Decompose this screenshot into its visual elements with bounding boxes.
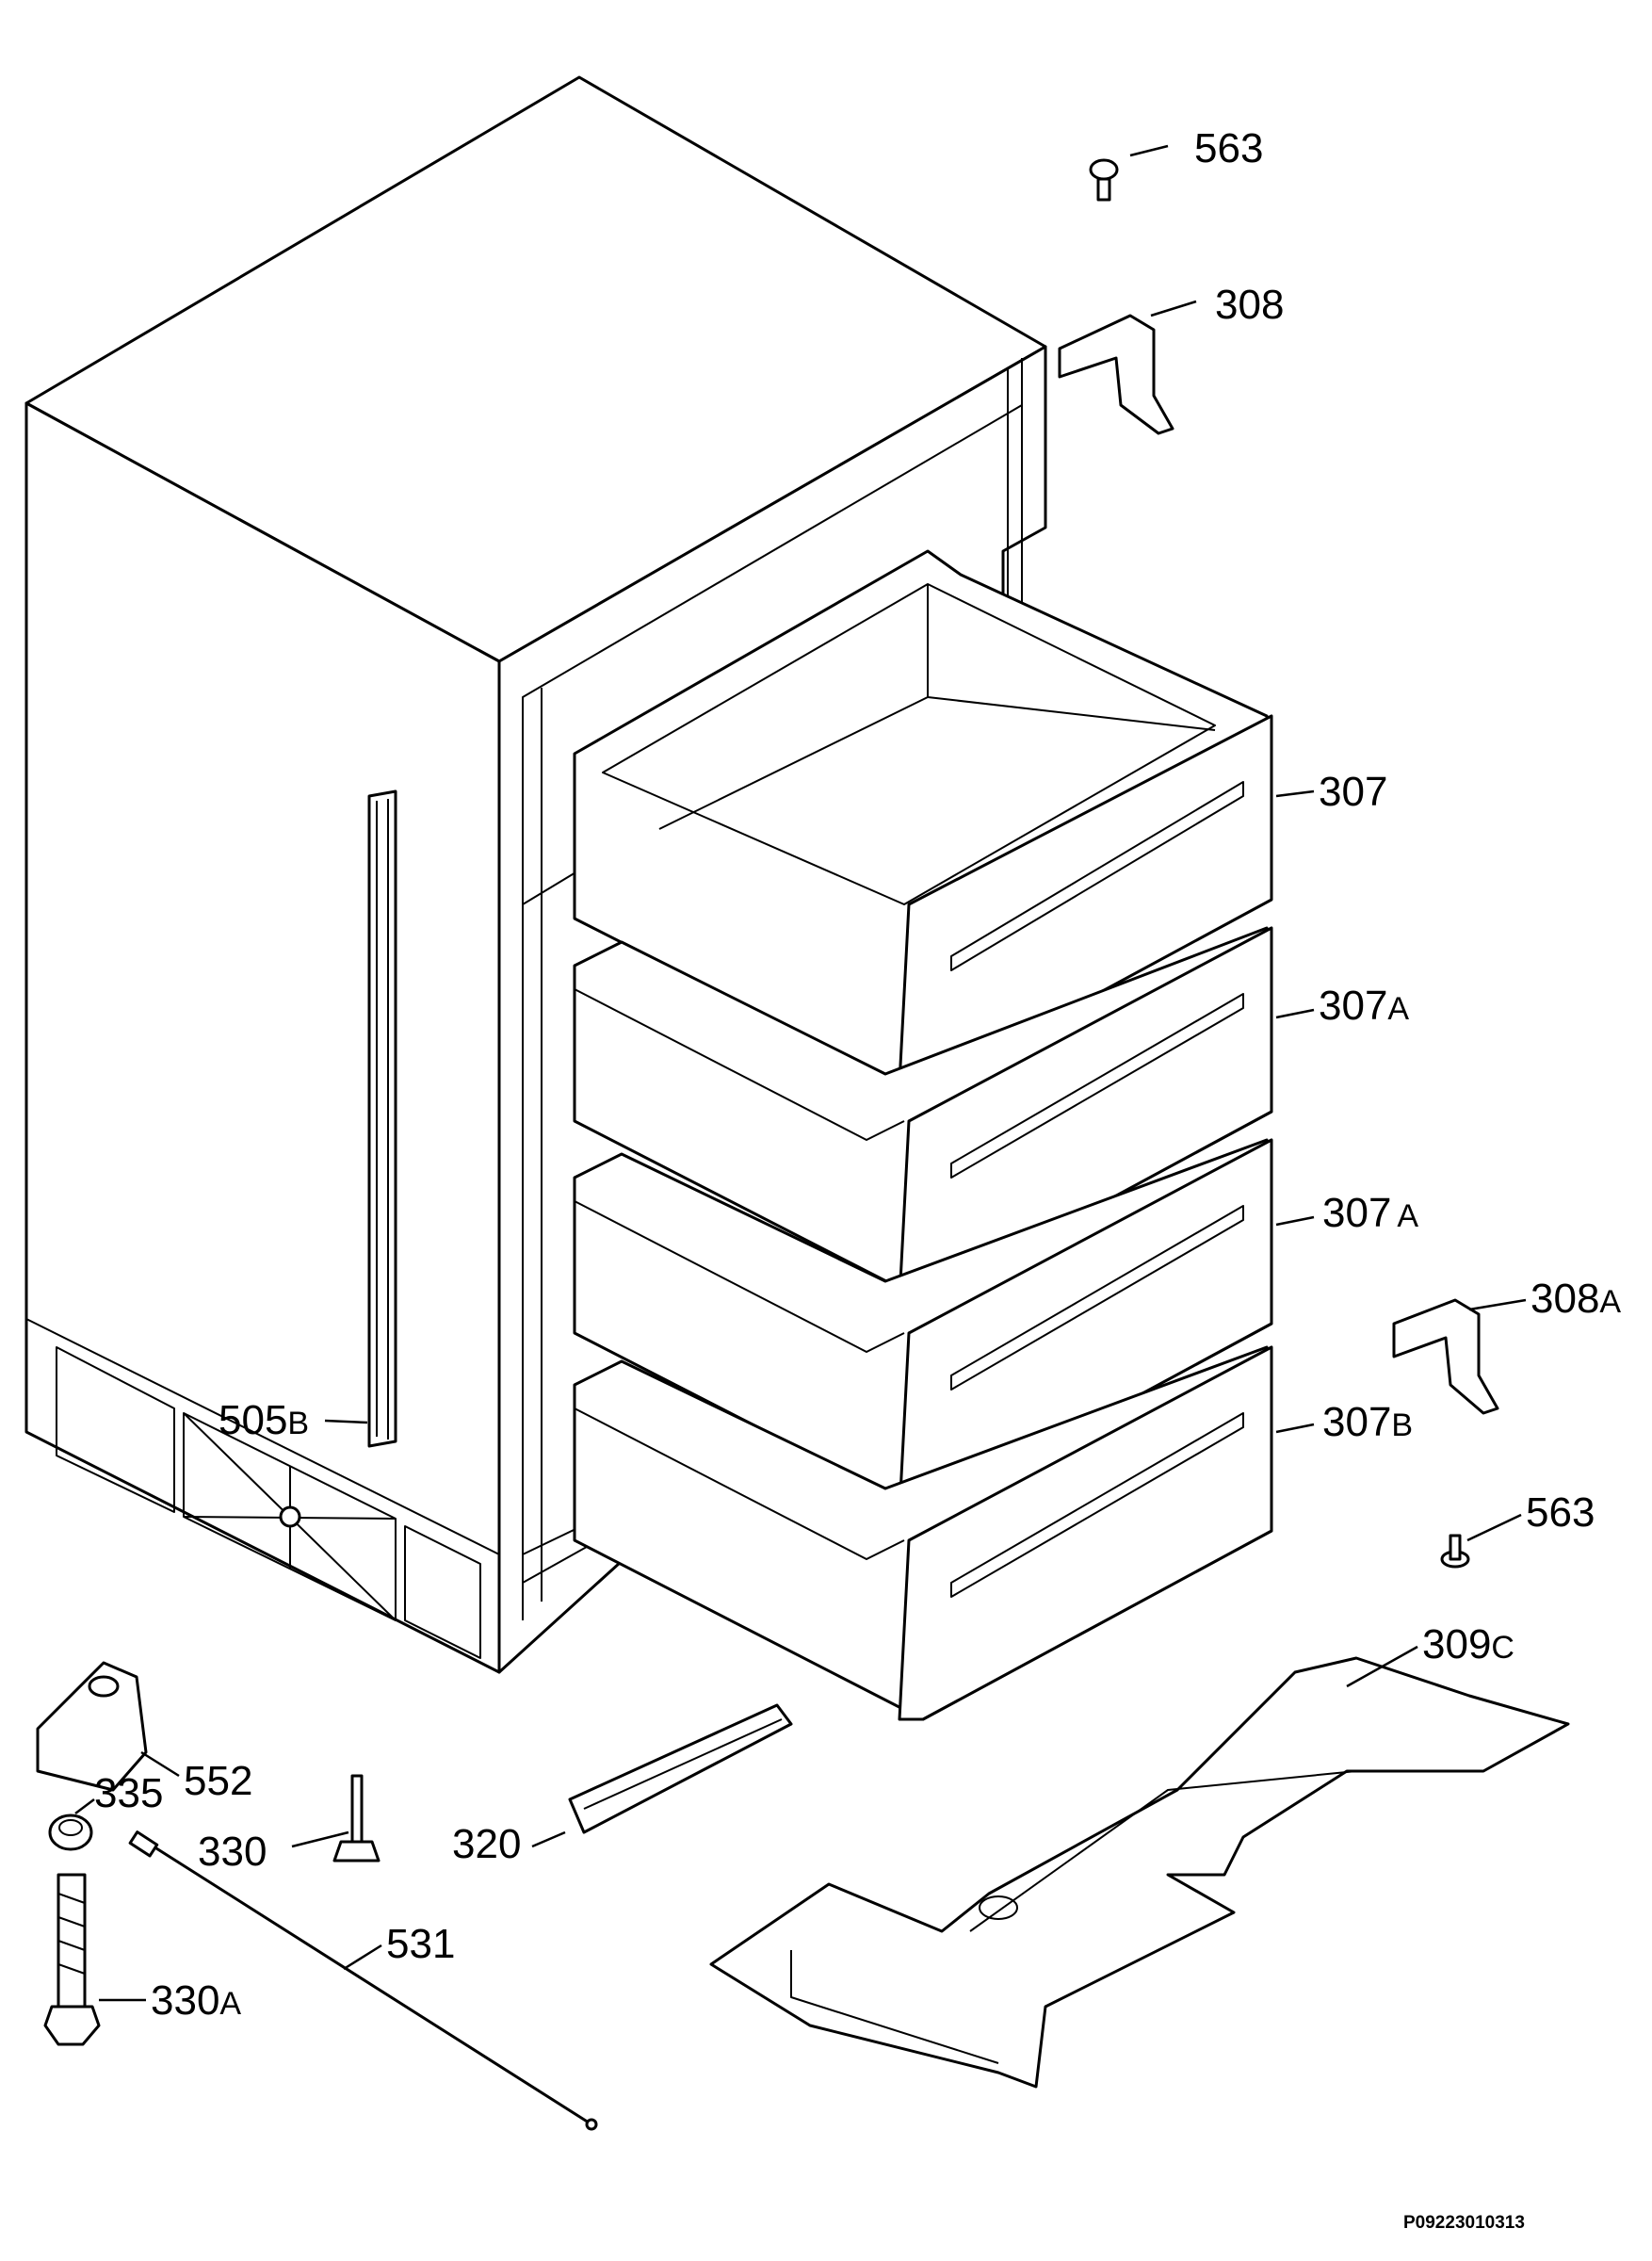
- drawer-307a-upper: [573, 926, 1273, 1302]
- callout-335: 335: [94, 1770, 163, 1816]
- grille-320: [568, 1703, 793, 1834]
- drawer-307b: [573, 1345, 1273, 1721]
- callout-505b: 505B: [219, 1397, 309, 1443]
- foot-330: [332, 1774, 381, 1862]
- callout-563-bottom: 563: [1526, 1489, 1595, 1536]
- callout-320: 320: [452, 1821, 521, 1867]
- callout-330a: 330A: [151, 1977, 241, 2024]
- base-cover-309c: [709, 1656, 1570, 2089]
- callout-308: 308: [1215, 282, 1284, 328]
- nut-335: [48, 1814, 93, 1851]
- drawer-307a-lower: [573, 1138, 1273, 1514]
- callout-531: 531: [386, 1921, 455, 1967]
- callout-307a-upper: 307A: [1319, 983, 1409, 1029]
- callout-330: 330: [198, 1829, 267, 1875]
- rod-531: [128, 1830, 598, 2131]
- drawer-307: [573, 549, 1273, 1090]
- hinge-308: [1058, 314, 1174, 435]
- callout-563-top: 563: [1194, 125, 1263, 171]
- callout-307: 307: [1319, 769, 1387, 815]
- plug-563-top: [1089, 158, 1119, 202]
- hinge-308a: [1392, 1298, 1499, 1415]
- leader-lines: [74, 144, 1527, 2002]
- callout-552: 552: [184, 1758, 252, 1804]
- drawing-code: P09223010313: [1403, 2213, 1525, 2233]
- foot-330a: [43, 1873, 101, 2046]
- callout-308a: 308A: [1531, 1276, 1621, 1322]
- callout-309c: 309C: [1422, 1621, 1514, 1667]
- bracket-552: [36, 1661, 148, 1792]
- screw-563-bottom: [1440, 1534, 1470, 1569]
- callout-307b: 307B: [1322, 1399, 1413, 1445]
